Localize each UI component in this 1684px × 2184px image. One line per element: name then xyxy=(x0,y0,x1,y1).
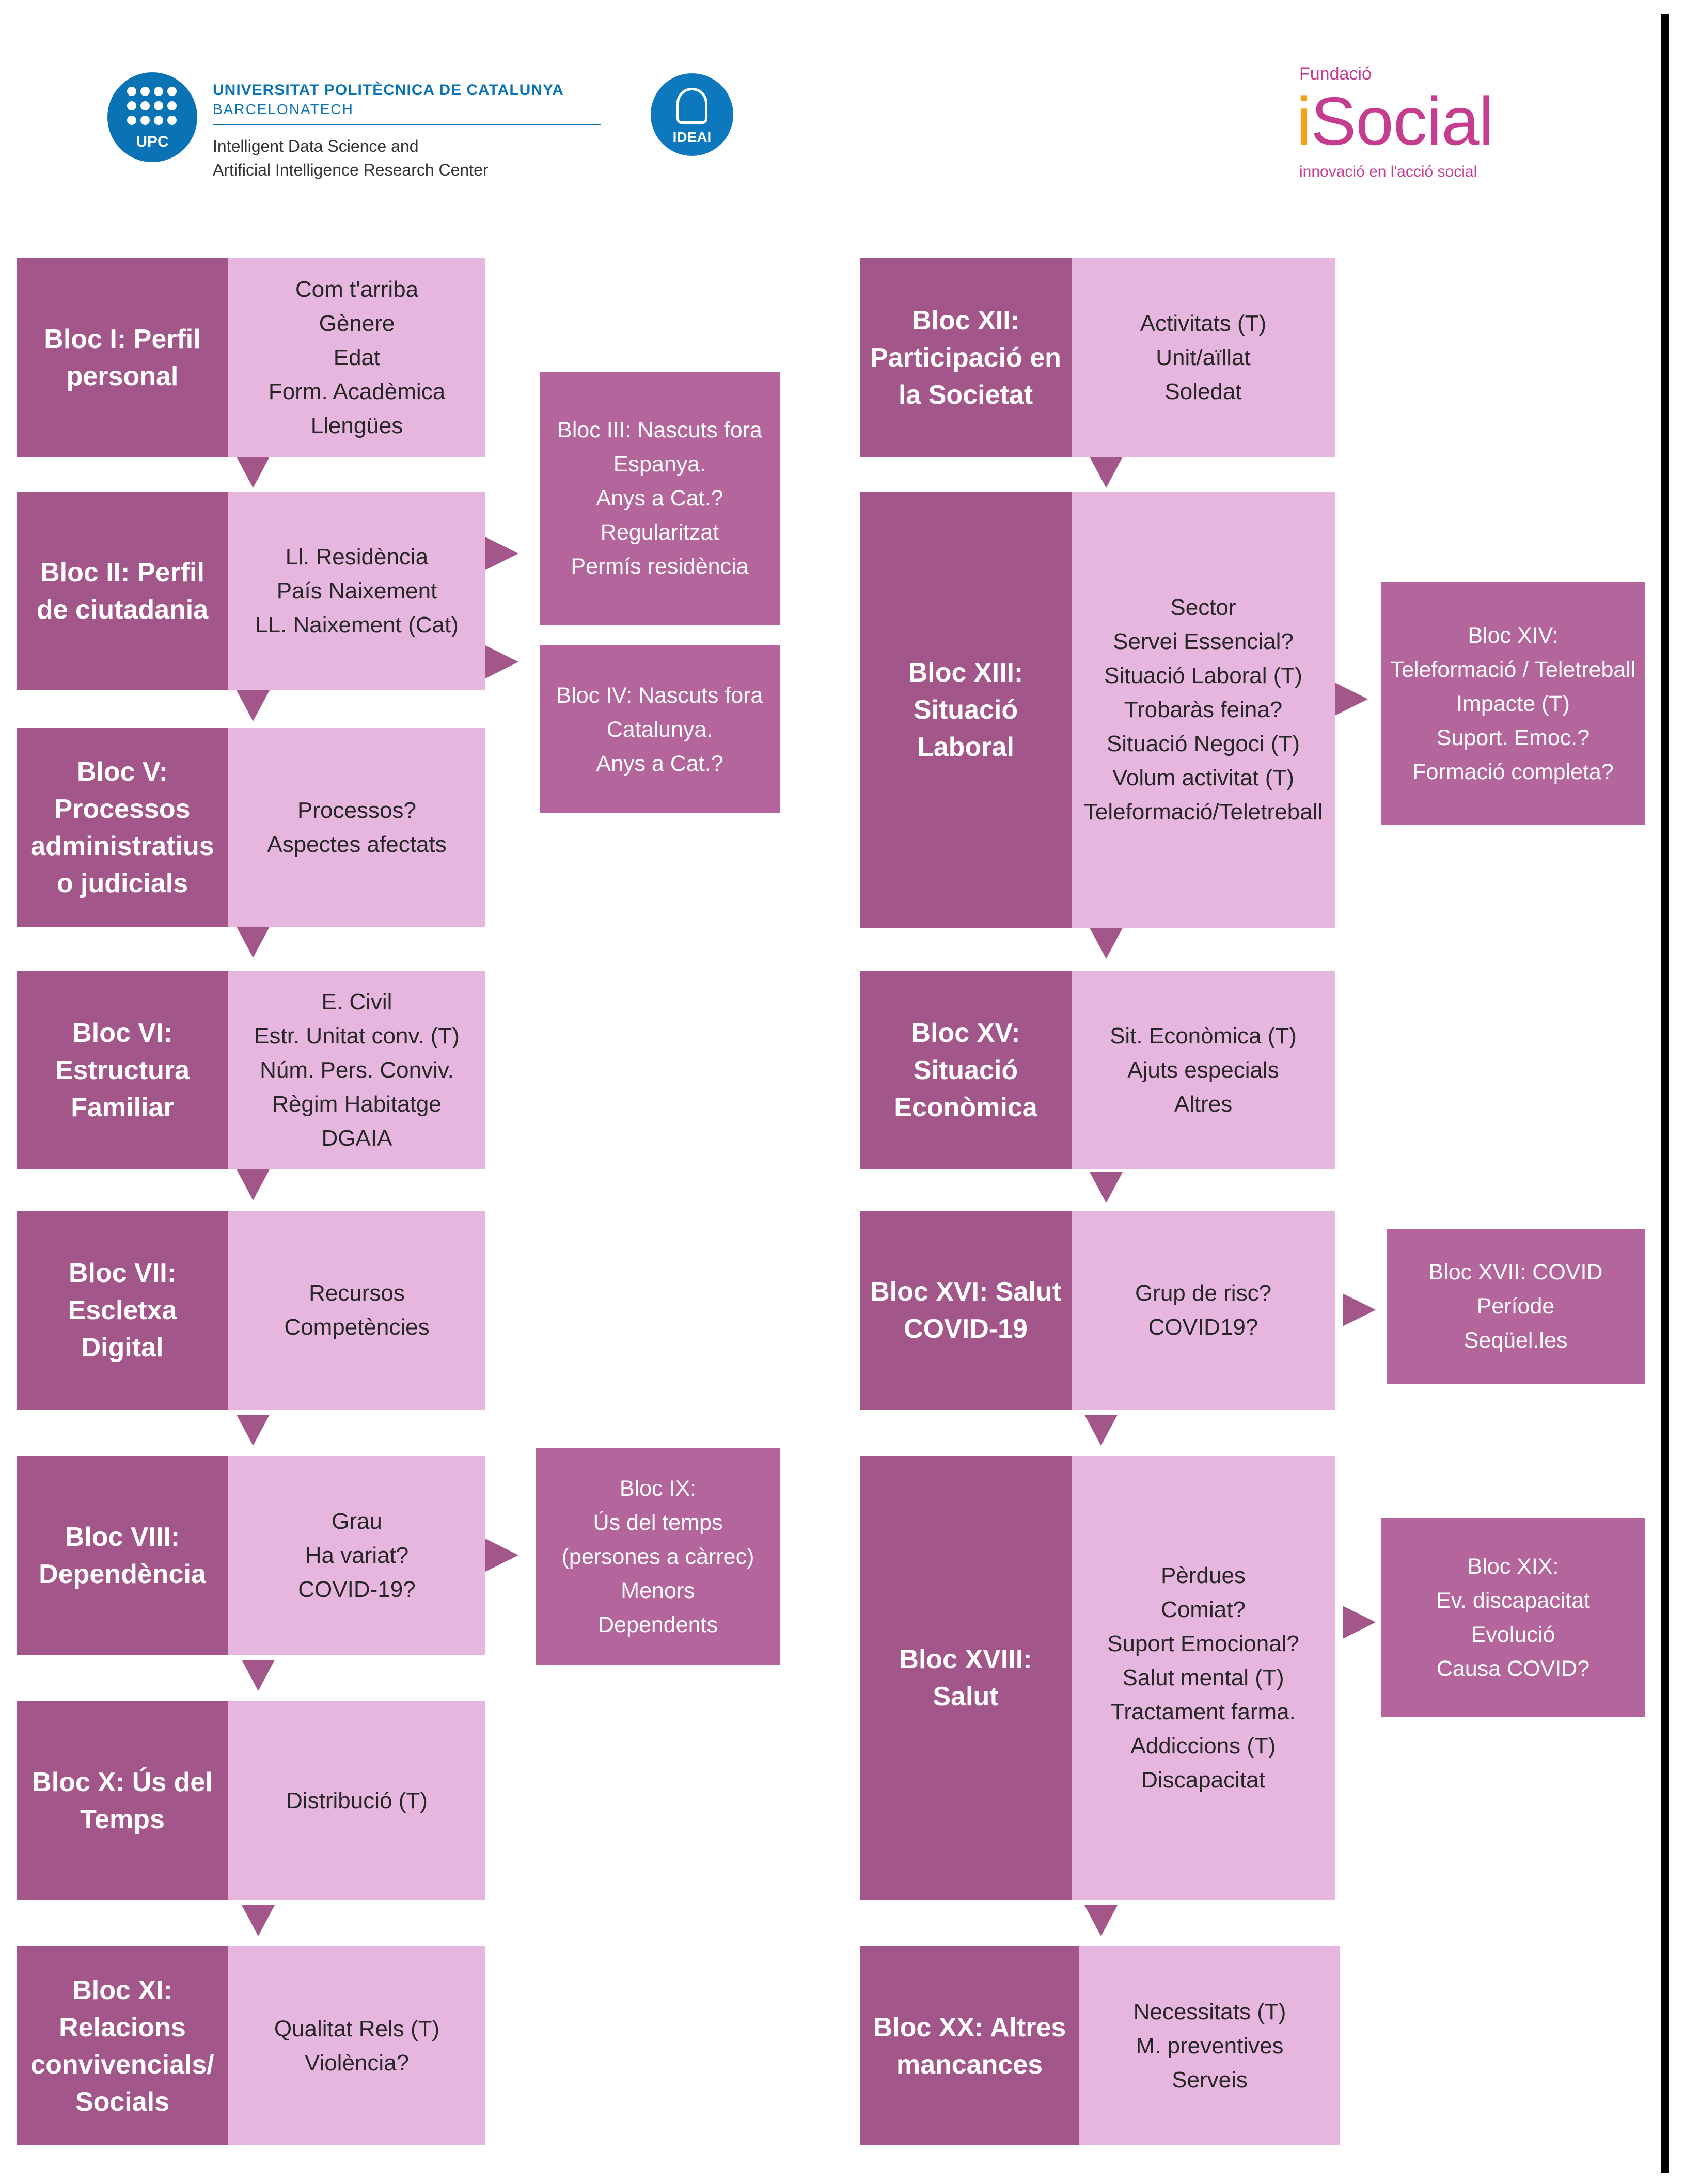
page-edge-bar xyxy=(1661,14,1669,2173)
arrow-b18-b19 xyxy=(1343,1606,1376,1639)
block-6-items: E. Civil Estr. Unitat conv. (T) Núm. Per… xyxy=(228,971,485,1169)
isocial-logo-i: i xyxy=(1296,83,1311,159)
university-subtitle: BARCELONATECH xyxy=(213,101,354,117)
ideai-badge-text: IDEAI xyxy=(672,129,712,145)
block-1-title: Bloc I: Perfil personal xyxy=(17,258,228,457)
arrow-b8-b9 xyxy=(485,1539,518,1572)
arrow-b8-b10 xyxy=(242,1660,275,1691)
block-5-title: Bloc V: Processos administratius o judic… xyxy=(17,728,228,927)
isocial-logo-social: Social xyxy=(1311,83,1494,159)
block-13-items: Sector Servei Essencial? Situació Labora… xyxy=(1072,492,1335,928)
ideai-logo: IDEAI xyxy=(651,73,733,156)
block-13-title: Bloc XIII: Situació Laboral xyxy=(860,492,1072,928)
arrow-b5-b6 xyxy=(237,927,270,958)
block-19: Bloc XIX: Ev. discapacitat Evolució Caus… xyxy=(1381,1518,1645,1717)
block-17: Bloc XVII: COVID Període Seqüel.les xyxy=(1387,1229,1645,1384)
arrow-b2-b5 xyxy=(237,690,270,721)
block-6-title: Bloc VI: Estructura Familiar xyxy=(17,971,228,1169)
block-15-items: Sit. Econòmica (T) Ajuts especials Altre… xyxy=(1072,971,1335,1169)
university-name: UNIVERSITAT POLITÈCNICA DE CATALUNYA xyxy=(213,82,564,99)
upc-dots-icon xyxy=(127,87,178,127)
arrow-b1-b2 xyxy=(237,457,270,488)
block-10-items: Distribució (T) xyxy=(228,1701,485,1900)
arrow-b16-b18 xyxy=(1084,1415,1118,1446)
arrow-b16-b17 xyxy=(1343,1293,1376,1326)
arrow-b18-b20 xyxy=(1084,1905,1118,1936)
upc-badge-text: UPC xyxy=(136,133,169,150)
block-10-title: Bloc X: Ús del Temps xyxy=(17,1701,228,1900)
isocial-tagline: innovació en l'acció social xyxy=(1299,163,1477,180)
university-divider xyxy=(213,124,601,125)
upc-logo: UPC xyxy=(107,72,197,162)
block-2-title: Bloc II: Perfil de ciutadania xyxy=(17,492,228,690)
block-20-items: Necessitats (T) M. preventives Serveis xyxy=(1079,1946,1340,2145)
arrow-b13-b15 xyxy=(1090,928,1123,959)
research-center-name: Intelligent Data Science and Artificial … xyxy=(213,137,489,179)
block-8-title: Bloc VIII: Dependència xyxy=(17,1456,228,1655)
block-5-items: Processos? Aspectes afectats xyxy=(228,728,485,927)
ideai-head-icon xyxy=(676,88,707,124)
block-18-title: Bloc XVIII: Salut xyxy=(860,1456,1072,1900)
block-7-items: Recursos Competències xyxy=(228,1211,485,1410)
arrow-b7-b8 xyxy=(237,1415,270,1446)
block-14: Bloc XIV: Teleformació / Teletreball Imp… xyxy=(1381,582,1645,825)
block-16-title: Bloc XVI: Salut COVID-19 xyxy=(860,1211,1072,1410)
block-12-items: Activitats (T) Unit/aïllat Soledat xyxy=(1072,258,1335,457)
block-16-items: Grup de risc? COVID19? xyxy=(1072,1211,1335,1410)
arrow-b10-b11 xyxy=(242,1905,275,1936)
arrow-b12-b13 xyxy=(1090,457,1123,488)
block-4: Bloc IV: Nascuts fora Catalunya. Anys a … xyxy=(540,645,780,813)
block-12-title: Bloc XII: Participació en la Societat xyxy=(860,258,1072,457)
block-1-items: Com t'arriba Gènere Edat Form. Acadèmica… xyxy=(228,258,485,457)
arrow-b13-b14 xyxy=(1335,683,1368,716)
block-2-items: Ll. Residència País Naixement LL. Naixem… xyxy=(228,492,485,690)
isocial-fundacio: Fundació xyxy=(1299,64,1372,84)
arrow-b6-b7 xyxy=(237,1169,270,1200)
isocial-logo: iSocial xyxy=(1296,83,1494,160)
block-15-title: Bloc XV: Situació Econòmica xyxy=(860,971,1072,1169)
block-20-title: Bloc XX: Altres mancances xyxy=(860,1946,1079,2145)
block-11-title: Bloc XI: Relacions convivencials/ Social… xyxy=(17,1946,228,2145)
block-3: Bloc III: Nascuts fora Espanya. Anys a C… xyxy=(540,372,780,625)
arrow-b2-b4 xyxy=(485,645,518,678)
block-18-items: Pèrdues Comiat? Suport Emocional? Salut … xyxy=(1072,1456,1335,1900)
block-7-title: Bloc VII: Escletxa Digital xyxy=(17,1211,228,1410)
block-11-items: Qualitat Rels (T) Violència? xyxy=(228,1946,485,2145)
block-8-items: Grau Ha variat? COVID-19? xyxy=(228,1456,485,1655)
arrow-b15-b16 xyxy=(1090,1172,1123,1203)
arrow-b2-b3 xyxy=(485,537,518,570)
block-9: Bloc IX: Ús del temps (persones a càrrec… xyxy=(536,1448,780,1665)
